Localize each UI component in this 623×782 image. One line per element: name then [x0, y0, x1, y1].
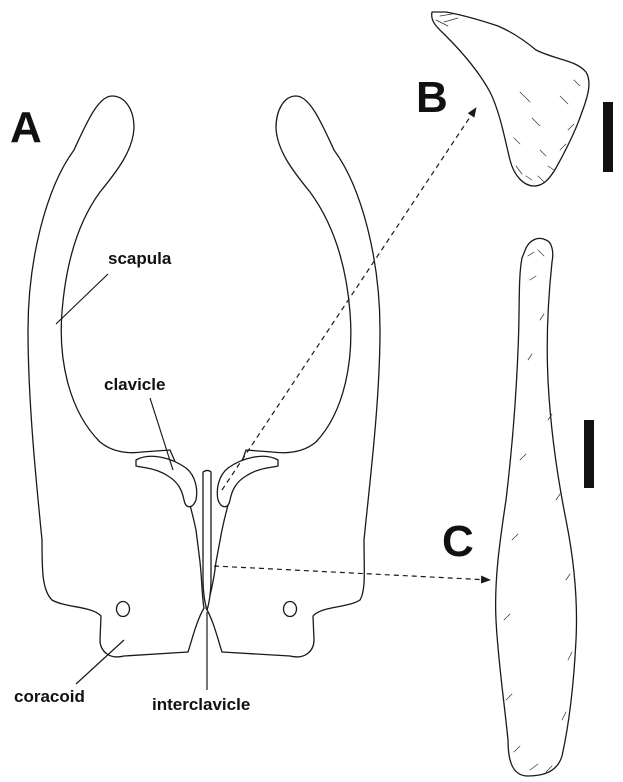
specimen-c-outline	[496, 238, 577, 776]
panel-label-a: A	[10, 103, 42, 152]
scale-bar-c	[584, 420, 594, 488]
label-coracoid: coracoid	[14, 687, 85, 706]
label-scapula: scapula	[108, 249, 172, 268]
panel-label-c: C	[442, 517, 474, 566]
interclavicle-outline	[203, 471, 211, 611]
label-clavicle: clavicle	[104, 375, 165, 394]
left-coracoid-foramen	[117, 602, 130, 617]
panel-c-specimen: C	[442, 238, 594, 776]
right-coracoid-foramen	[284, 602, 297, 617]
right-scapulocoracoid-outline	[206, 96, 380, 657]
panel-label-b: B	[416, 73, 448, 122]
panel-a-reconstruction: scapula clavicle coracoid interclavicle …	[10, 96, 380, 714]
label-interclavicle: interclavicle	[152, 695, 250, 714]
scale-bar-b	[603, 102, 613, 172]
coracoid-leader-line	[76, 640, 124, 684]
specimen-b-outline	[432, 12, 589, 186]
panel-b-specimen: B	[416, 12, 613, 186]
